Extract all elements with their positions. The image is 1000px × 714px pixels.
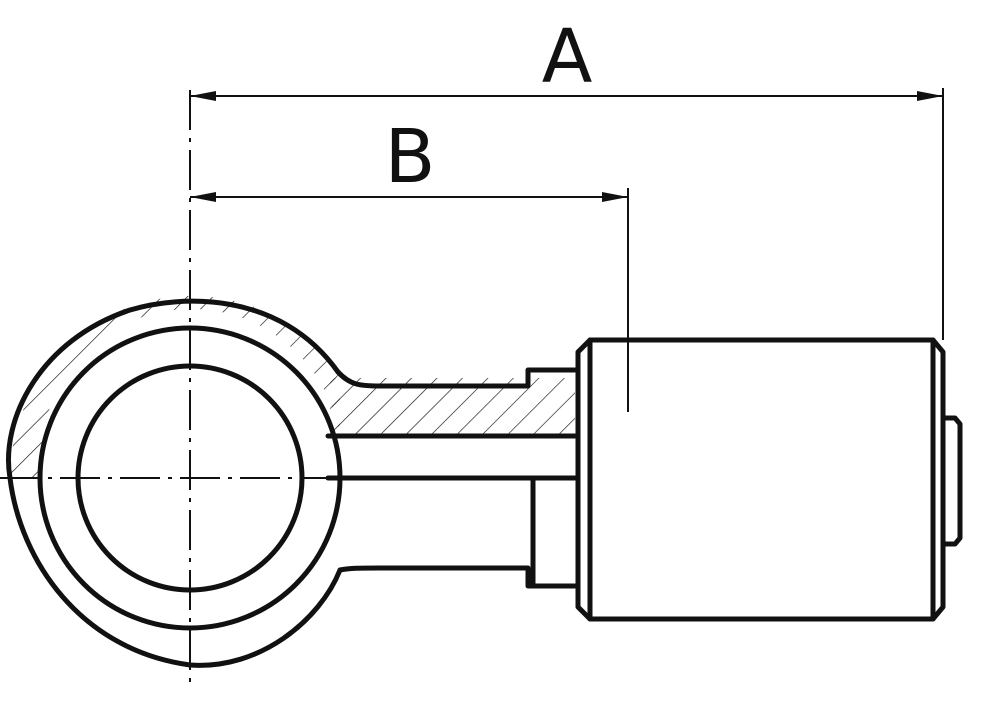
- ferrule: [575, 337, 963, 622]
- dimension-b-arrow-right: [602, 192, 628, 202]
- dimension-b: B: [190, 114, 629, 412]
- dimension-b-label: B: [385, 114, 436, 200]
- center-lines: [0, 90, 340, 690]
- dimension-a-label: A: [542, 14, 593, 100]
- section-hatching: [9, 295, 575, 478]
- dimension-b-arrow-left: [190, 192, 216, 202]
- banjo-neck: [325, 367, 578, 589]
- dimension-a: A: [190, 14, 944, 340]
- dimension-a-arrow-left: [190, 91, 216, 101]
- dimension-a-arrow-right: [917, 91, 943, 101]
- banjo-ring: [6, 298, 343, 668]
